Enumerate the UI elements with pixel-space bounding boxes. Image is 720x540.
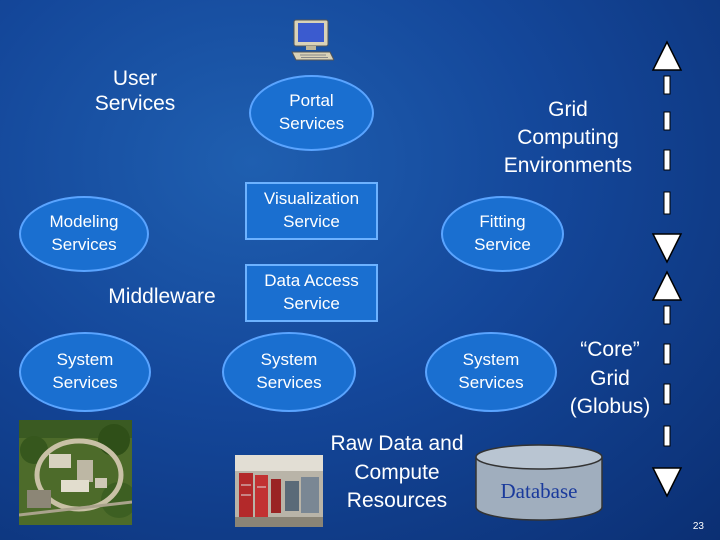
middleware-label: Middleware	[108, 285, 216, 308]
aerial-facility-photo	[19, 420, 132, 525]
system-services-node-1: System Services	[19, 332, 151, 412]
visualization-service-node: Visualization Service	[245, 182, 378, 240]
user-services-label: User Services	[94, 67, 176, 116]
modeling-services-node: Modeling Services	[19, 196, 149, 272]
fitting-service-node: Fitting Service	[441, 196, 564, 272]
arrow-up-head-middle	[651, 270, 683, 301]
computer-room-image	[235, 455, 323, 527]
portal-services-node: Portal Services	[249, 75, 374, 151]
system-services-node-2: System Services	[222, 332, 356, 412]
database-cylinder: Database	[474, 443, 604, 523]
raw-data-compute-resources-label: Raw Data and Compute Resources	[330, 432, 464, 513]
database-shape	[475, 444, 603, 521]
core-grid-label: “Core” Grid (Globus)	[569, 338, 651, 419]
arrow-down-head-middle	[651, 233, 683, 264]
arrow-down-head-bottom	[651, 467, 683, 498]
page-number: 23	[692, 521, 704, 532]
database-label: Database	[500, 479, 578, 503]
arrow-up-head-top	[651, 40, 683, 71]
vertical-double-arrow	[651, 40, 683, 498]
system-services-node-3: System Services	[425, 332, 557, 412]
computer-icon	[291, 19, 334, 61]
data-access-service-node: Data Access Service	[245, 264, 378, 322]
computer-room-photo	[235, 455, 323, 527]
grid-computing-environments-label: Grid Computing Environments	[503, 98, 633, 177]
aerial-facility-image	[19, 420, 132, 525]
